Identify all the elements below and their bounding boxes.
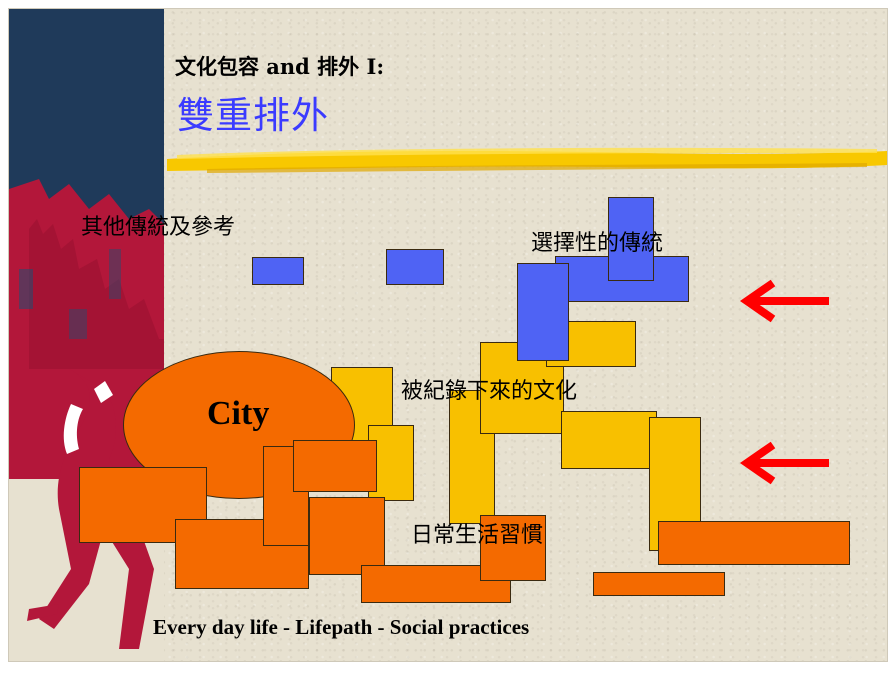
other-tradition-block [386,249,444,285]
label-selective-tradition: 選擇性的傳統 [531,231,664,256]
left-arrow-icon [739,441,829,485]
slide-title: 雙重排外 [177,94,329,137]
recorded-culture-block [561,411,657,469]
other-tradition-block [252,257,304,285]
daily-life-block [480,515,546,581]
daily-life-block [175,519,309,589]
city-label: City [207,395,270,432]
label-daily-habits: 日常生活習慣 [411,523,544,548]
title-underline-stroke [167,147,887,173]
selective-tradition-block [608,197,654,281]
daily-life-block [658,521,850,565]
daily-life-block [293,440,377,492]
slide-heading: 文化包容 and 排外 I: [175,54,385,79]
selective-tradition-block [517,263,569,361]
label-recorded-culture: 被紀錄下來的文化 [401,379,578,404]
daily-life-block [593,572,725,596]
daily-life-block [309,497,385,575]
left-arrow-icon [739,279,829,323]
label-other-traditions: 其他傳統及參考 [81,215,236,240]
slide: 文化包容 and 排外 I: 雙重排外 City 其他傳統及參考 選擇性的傳統 … [8,8,888,662]
footer-caption: Every day life - Lifepath - Social pract… [153,615,530,639]
sidebar-illustration [9,9,164,661]
